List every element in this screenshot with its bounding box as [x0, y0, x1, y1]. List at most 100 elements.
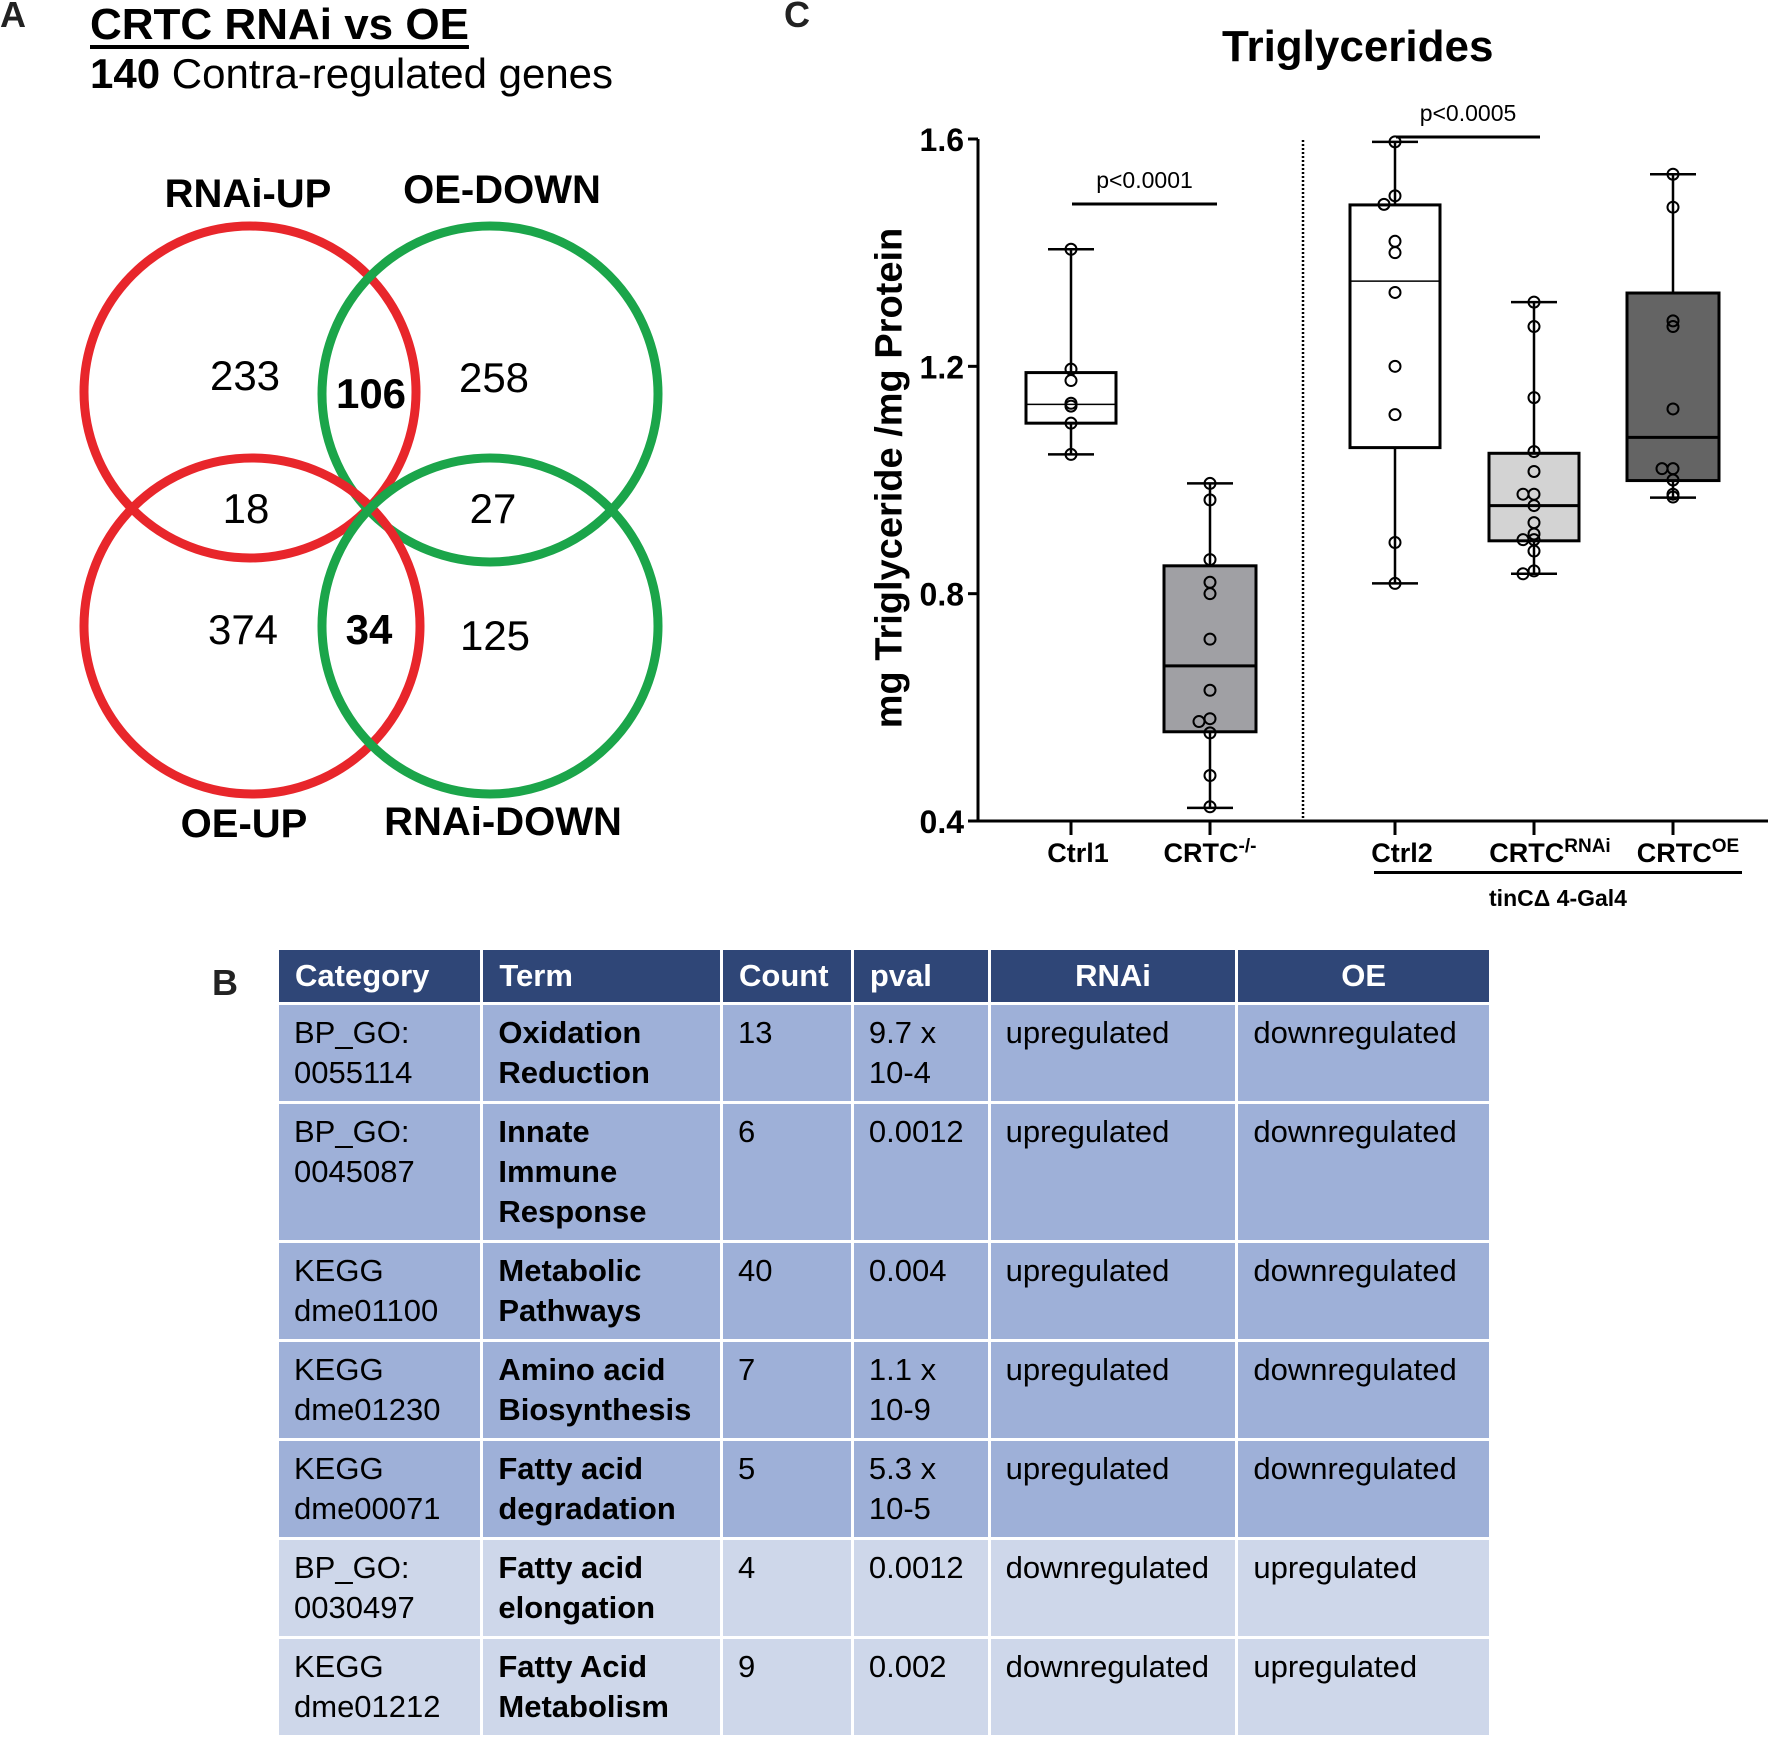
- venn-circle-rnai-down: [317, 453, 663, 799]
- panel-letter-b: B: [212, 962, 238, 1003]
- cell-term: Metabolic Pathways: [483, 1243, 721, 1339]
- significance-label: p<0.0005: [1420, 100, 1517, 126]
- y-tick-label: 1.2: [920, 349, 964, 385]
- x-tick-label: Ctrl1: [1047, 838, 1109, 869]
- box-3: [1487, 451, 1581, 543]
- cell-pval: 5.3 x 10-5: [853, 1441, 988, 1537]
- cell-term: Amino acid Biosynthesis: [483, 1342, 721, 1438]
- cell-category: BP_GO: 0055114: [279, 1005, 481, 1101]
- venn-region-oe-down-only: 258: [458, 354, 530, 401]
- cell-category: KEGG dme01100: [279, 1243, 481, 1339]
- cell-rnai: downregulated: [990, 1540, 1236, 1636]
- data-point: [1516, 487, 1530, 501]
- x-tick-label-superscript: OE: [1711, 836, 1740, 857]
- column-header-count: Count: [723, 950, 851, 1002]
- cell-rnai: upregulated: [990, 1104, 1236, 1240]
- cell-oe: downregulated: [1238, 1005, 1489, 1101]
- panel-letter-c: C: [784, 0, 810, 35]
- go-enrichment-table: Category Term Count pval RNAi OE BP_GO: …: [276, 947, 1492, 1738]
- data-point: [1655, 462, 1669, 476]
- data-point: [1203, 632, 1217, 646]
- x-tick-label-base: Ctrl1: [1047, 838, 1109, 868]
- cell-oe: downregulated: [1238, 1441, 1489, 1537]
- cell-pval: 0.0012: [853, 1540, 988, 1636]
- significance-label: p<0.0001: [1096, 167, 1193, 193]
- venn-circle-rnai-up: [79, 221, 421, 563]
- group-bracket-line: [1374, 871, 1742, 874]
- data-point: [1527, 464, 1541, 478]
- cell-rnai: upregulated: [990, 1243, 1236, 1339]
- box-1: [1162, 564, 1258, 734]
- data-point: [1388, 285, 1402, 299]
- data-point: [1377, 197, 1391, 211]
- data-point: [1527, 499, 1541, 513]
- cell-pval: 1.1 x 10-9: [853, 1342, 988, 1438]
- cell-count: 6: [723, 1104, 851, 1240]
- x-tick-label-base: CRTC: [1636, 838, 1712, 868]
- cell-term: Fatty acid degradation: [483, 1441, 721, 1537]
- venn-region-rnai-up-oe-down: 106: [335, 370, 407, 417]
- cell-oe: downregulated: [1238, 1243, 1489, 1339]
- cell-term: Fatty acid elongation: [483, 1540, 721, 1636]
- data-point: [1203, 800, 1217, 814]
- data-point: [1064, 416, 1078, 430]
- cell-oe: downregulated: [1238, 1342, 1489, 1438]
- venn-circle-oe-down: [317, 221, 663, 567]
- venn-label-oe-down: OE-DOWN: [403, 168, 601, 212]
- data-point: [1203, 769, 1217, 783]
- cell-count: 5: [723, 1441, 851, 1537]
- data-point: [1064, 374, 1078, 388]
- x-tick-label: Ctrl2: [1371, 838, 1433, 869]
- cell-oe: upregulated: [1238, 1639, 1489, 1735]
- data-point: [1666, 402, 1680, 416]
- cell-term: Oxidation Reduction: [483, 1005, 721, 1101]
- y-tick-label: 0.8: [920, 577, 964, 613]
- cell-pval: 9.7 x 10-4: [853, 1005, 988, 1101]
- data-point: [1666, 320, 1680, 334]
- group-label: tinCΔ 4-Gal4: [1489, 885, 1627, 911]
- venn-label-rnai-down: RNAi-DOWN: [384, 800, 622, 844]
- data-point: [1666, 200, 1680, 214]
- data-point: [1666, 314, 1680, 328]
- data-point: [1388, 135, 1402, 149]
- panel-letter-a: A: [0, 0, 26, 35]
- data-point: [1527, 544, 1541, 558]
- data-point: [1388, 189, 1402, 203]
- cell-rnai: downregulated: [990, 1639, 1236, 1735]
- x-tick-label-superscript: RNAi: [1564, 836, 1611, 857]
- data-point: [1203, 553, 1217, 567]
- cell-count: 9: [723, 1639, 851, 1735]
- column-header-pval: pval: [853, 950, 988, 1002]
- cell-rnai: upregulated: [990, 1342, 1236, 1438]
- cell-rnai: upregulated: [990, 1441, 1236, 1537]
- venn-region-rnai-down-only: 125: [459, 612, 531, 659]
- data-point: [1388, 536, 1402, 550]
- venn-title: CRTC RNAi vs OE: [90, 0, 469, 49]
- venn-region-rnai-up-oe-up: 18: [222, 485, 270, 532]
- cell-category: KEGG dme00071: [279, 1441, 481, 1537]
- cell-count: 4: [723, 1540, 851, 1636]
- venn-label-rnai-up: RNAi-UP: [164, 172, 332, 216]
- box-4: [1625, 291, 1721, 483]
- data-point: [1388, 408, 1402, 422]
- x-tick-label-base: Ctrl2: [1371, 838, 1433, 868]
- data-point: [1203, 683, 1217, 697]
- data-point: [1203, 493, 1217, 507]
- venn-label-oe-up: OE-UP: [180, 802, 308, 846]
- column-header-oe: OE: [1238, 950, 1489, 1002]
- data-point: [1527, 445, 1541, 459]
- data-point: [1527, 391, 1541, 405]
- venn-subtitle-text: Contra-regulated genes: [171, 50, 614, 97]
- cell-oe: downregulated: [1238, 1104, 1489, 1240]
- venn-region-oe-up-rnai-down: 34: [345, 606, 393, 653]
- x-tick-label-base: CRTC: [1163, 838, 1239, 868]
- data-point: [1666, 473, 1680, 487]
- data-point: [1527, 527, 1541, 541]
